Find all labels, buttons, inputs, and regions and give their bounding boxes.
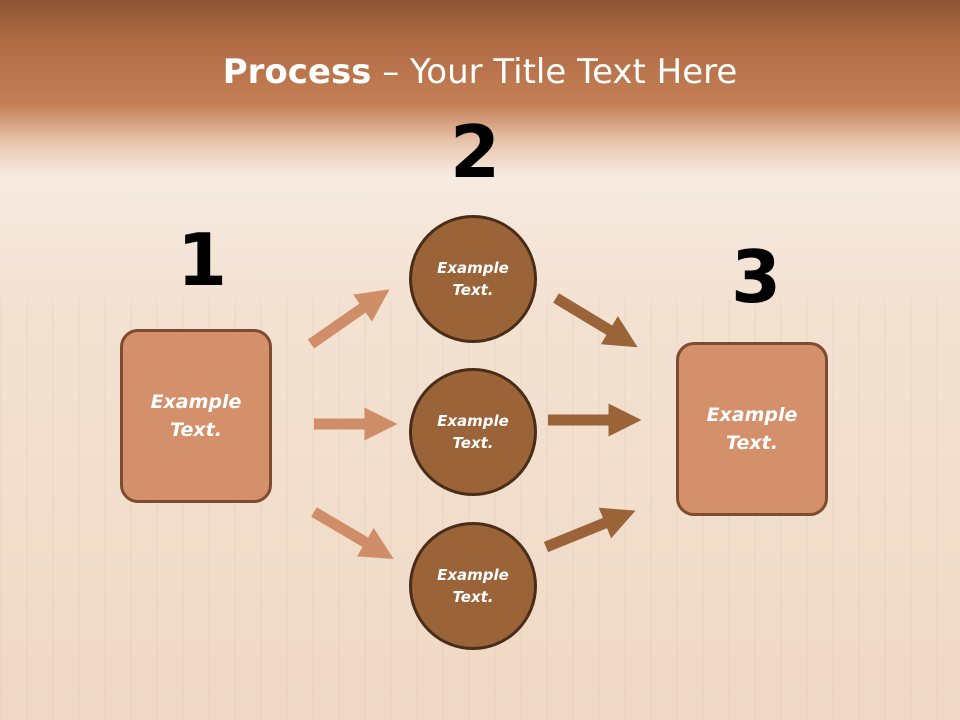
right-box-text: Example Text.: [706, 403, 798, 455]
circle-top: Example Text.: [409, 215, 537, 343]
arrow-bottom-to-right: [543, 507, 636, 553]
title-bold: Process: [222, 52, 372, 92]
circle-bottom: Example Text.: [409, 522, 537, 650]
left-box-text: Example Text.: [150, 390, 242, 442]
title-rest: – Your Title Text Here: [371, 52, 738, 92]
left-box: Example Text.: [120, 329, 272, 503]
arrow-left-to-bottom: [311, 507, 394, 559]
circle-top-text: Example Text.: [437, 258, 509, 300]
circle-bottom-text: Example Text.: [437, 565, 509, 607]
arrow-left-to-top: [307, 289, 390, 349]
arrow-top-to-right: [553, 293, 638, 348]
circle-mid-text: Example Text.: [437, 411, 509, 453]
step-number-1: 1: [177, 218, 228, 302]
slide-title: Process – Your Title Text Here: [0, 52, 960, 92]
right-box: Example Text.: [676, 342, 828, 516]
step-number-3: 3: [731, 235, 782, 319]
step-number-2: 2: [450, 110, 501, 194]
circle-mid: Example Text.: [409, 368, 537, 496]
